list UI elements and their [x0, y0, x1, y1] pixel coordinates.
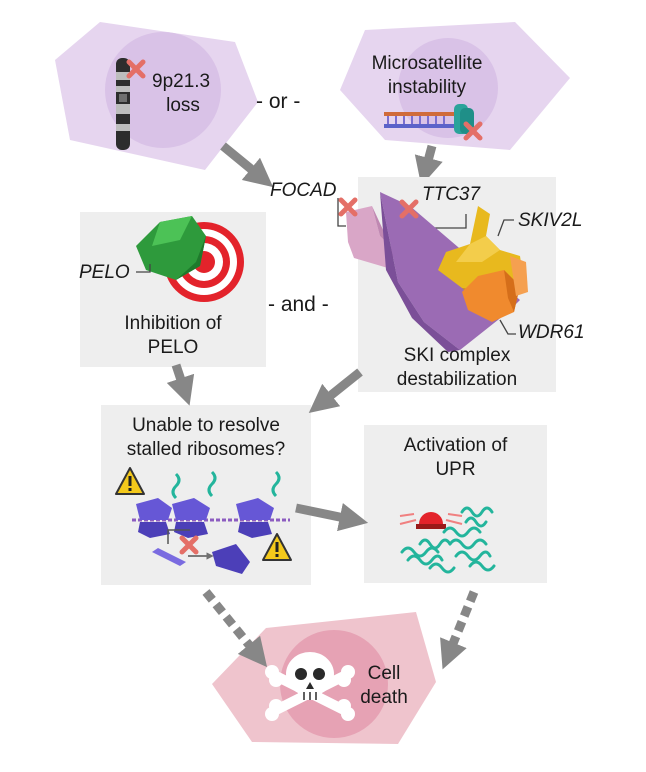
arrow-upr-to-death	[440, 590, 479, 670]
leader-focad	[337, 198, 346, 227]
split-ribosome-icon	[152, 529, 250, 574]
lavender-circle-left	[105, 32, 221, 148]
arrow-stalled-to-upr	[295, 502, 369, 532]
label-ttc37: TTC37	[422, 184, 481, 205]
arrow-9p21-to-focad	[220, 142, 274, 188]
leader-wdr61	[499, 319, 516, 335]
label-upr-line1: Activation of	[403, 435, 508, 456]
warning-icon	[262, 533, 292, 561]
label-ski-box-line2: destabilization	[396, 369, 518, 390]
label-skiv2l: SKIV2L	[518, 210, 583, 231]
x-mark-icon	[399, 199, 419, 219]
label-stalled-line1: Unable to resolve	[132, 415, 280, 436]
pelo-protein-icon	[136, 216, 206, 280]
label-stalled-line2: stalled ribosomes?	[126, 439, 286, 460]
label-or: - or -	[256, 90, 301, 113]
label-cell-death-line1: Cell	[367, 663, 401, 684]
dna-icon	[384, 104, 474, 134]
label-pelo: PELO	[79, 262, 130, 283]
arrow-ski-to-stalled	[308, 368, 363, 413]
arrow-pelo-to-stalled	[166, 363, 195, 406]
siren-icon	[399, 512, 463, 529]
label-wdr61: WDR61	[518, 322, 585, 343]
label-upr-line2: UPR	[435, 459, 476, 480]
x-mark-icon	[463, 121, 483, 141]
protein-aggregate-icon	[400, 506, 496, 574]
label-cell-death-line2: death	[360, 687, 408, 708]
wdr61-protein-icon	[462, 256, 528, 322]
x-mark-icon	[338, 197, 358, 217]
label-ski-box-line1: SKI complex	[403, 345, 511, 366]
label-focad: FOCAD	[270, 180, 337, 201]
leader-ttc37	[434, 214, 467, 229]
leader-pelo	[136, 264, 151, 273]
label-msi-line2: instability	[387, 77, 467, 98]
label-msi-line1: Microsatellite	[371, 53, 483, 74]
leader-skiv2l	[497, 219, 514, 237]
label-pelo-box-line2: PELO	[147, 337, 199, 358]
arrow-msi-to-ttc37	[414, 144, 443, 186]
x-mark-icon	[126, 59, 146, 79]
label-9p21-loss-line1: 9p21.3	[152, 71, 211, 92]
label-pelo-box-line1: Inhibition of	[124, 313, 222, 334]
ribosome-stack-icon	[132, 470, 290, 538]
label-9p21-loss-line2: loss	[166, 95, 200, 116]
label-and: - and -	[268, 293, 329, 316]
skull-crossbones-icon	[265, 652, 355, 721]
warning-icon	[115, 467, 145, 495]
chromosome-icon	[116, 58, 130, 150]
arrow-stalled-to-death	[202, 589, 268, 668]
x-mark-icon	[179, 535, 199, 555]
